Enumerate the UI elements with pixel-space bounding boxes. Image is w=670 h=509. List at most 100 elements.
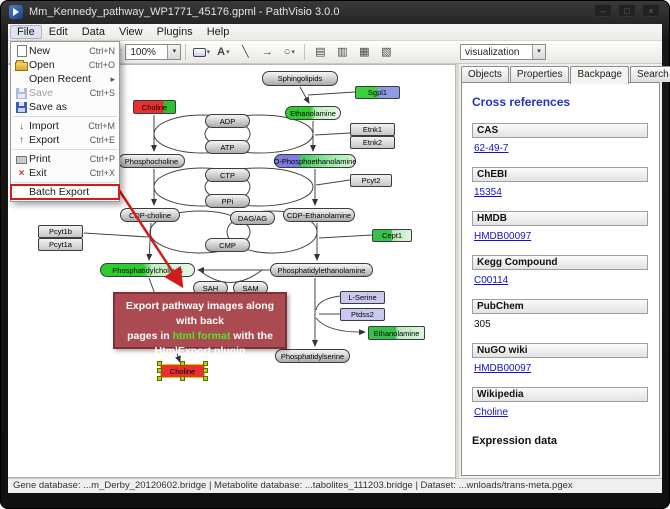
close-button[interactable]: × (642, 4, 660, 17)
tab-properties[interactable]: Properties (509, 66, 570, 82)
pathway-node-pcyt2[interactable]: Pcyt2 (350, 174, 392, 187)
pathway-node-adp[interactable]: ADP (205, 114, 250, 128)
shape-tool-button[interactable]: ○▾ (279, 43, 299, 61)
pathway-node-cdp-ethanolamine[interactable]: CDP-Ethanolamine (283, 208, 355, 222)
pathway-node-l-serine[interactable]: L-Serine (340, 291, 385, 304)
chevron-down-icon[interactable]: ▾ (532, 45, 545, 59)
minimize-button[interactable]: – (594, 4, 612, 17)
pathway-node-ctp[interactable]: CTP (205, 168, 250, 182)
pathway-node-phosphatidylserine[interactable]: Phosphatidylserine (275, 349, 350, 363)
selection-handle[interactable] (203, 368, 208, 373)
pathway-node-o-phosphoethanolamine[interactable]: O-Phosphoethanolamine (274, 154, 357, 168)
menu-data[interactable]: Data (81, 26, 105, 38)
annotation-highlight: html format (172, 330, 231, 342)
menu-view[interactable]: View (118, 26, 143, 38)
file-menu-item-save-as[interactable]: Save as (11, 100, 119, 114)
menu-bar: File Edit Data View Plugins Help (8, 24, 662, 41)
pathway-node-cept1[interactable]: Cept1 (372, 229, 412, 242)
zoom-combobox[interactable]: 100% ▾ (125, 44, 182, 60)
file-menu-item-batch-export[interactable]: Batch Export (10, 184, 120, 200)
label-tool-button[interactable]: A▾ (213, 43, 233, 61)
pathway-node-phosphocholine[interactable]: Phosphocholine (118, 154, 185, 168)
menu-separator (13, 116, 117, 117)
xref-value-chebi[interactable]: 15354 (474, 187, 502, 198)
pathway-node-choline[interactable]: Choline (157, 361, 208, 381)
toolbar-separator (304, 44, 306, 60)
selection-handle[interactable] (179, 376, 185, 381)
pathway-node-cmp[interactable]: CMP (205, 238, 250, 252)
xref-value-hmdb[interactable]: HMDB00097 (474, 231, 532, 242)
side-panel: ObjectsPropertiesBackpageSearchLegend Cr… (459, 64, 670, 478)
pathway-node-phosphatidylethanolamine[interactable]: Phosphatidylethanolamine (270, 263, 373, 277)
selection-handle[interactable] (157, 376, 162, 381)
app-logo-icon (9, 5, 23, 19)
node-label: Pcyt1b (49, 227, 72, 236)
pathway-node-etnk1[interactable]: Etnk1 (350, 123, 395, 136)
tab-backpage[interactable]: Backpage (570, 66, 629, 84)
pathway-node-ethanolamine[interactable]: Ethanolamine (368, 326, 425, 340)
tab-objects[interactable]: Objects (461, 66, 509, 82)
pathway-node-ppi[interactable]: PPi (205, 194, 250, 208)
align-vertical-button[interactable]: ▥ (332, 43, 352, 61)
window-title: Mm_Kennedy_pathway_WP1771_45176.gpml - P… (29, 6, 340, 18)
tab-search[interactable]: Search (629, 66, 670, 82)
menu-plugins[interactable]: Plugins (156, 26, 193, 38)
annotation-box[interactable]: Export pathway images along with back pa… (113, 292, 287, 357)
pathway-node-sgpl1[interactable]: Sgpl1 (355, 86, 400, 99)
selection-handle[interactable] (157, 361, 162, 366)
menu-item-label: Open (29, 59, 55, 71)
node-label: Etnk1 (362, 125, 383, 134)
selection-handle[interactable] (179, 361, 185, 366)
pathway-node-phosphatidylcholines[interactable]: Phosphatidylcholines (100, 263, 195, 277)
pathway-node-pcyt1b[interactable]: Pcyt1b (38, 225, 83, 238)
menu-shortcut: Ctrl+S (89, 88, 115, 98)
selection-handle[interactable] (203, 376, 208, 381)
node-label: Phosphocholine (124, 156, 179, 166)
shape-tool-icon: ○▾ (283, 45, 295, 58)
menu-help[interactable]: Help (206, 26, 230, 38)
datanode-tool-button[interactable]: ▾ (191, 43, 211, 61)
line-tool-button[interactable]: ╲ (235, 43, 255, 61)
file-menu-item-open-recent[interactable]: Open Recent▸ (11, 72, 119, 86)
xref-value-kegg-compound[interactable]: C00114 (474, 275, 509, 286)
distribute-horizontal-button[interactable]: ▦ (354, 43, 374, 61)
xref-value-cas[interactable]: 62-49-7 (474, 143, 509, 154)
node-label: Ethanolamine (290, 108, 336, 118)
toolbar: Zoom: 100% ▾ ▾A▾╲→○▾ ▤▥▦▧ visualization … (8, 41, 662, 64)
pathway-node-ptdss2[interactable]: Ptdss2 (340, 308, 385, 321)
maximize-button[interactable]: □ (618, 4, 636, 17)
align-horizontal-button[interactable]: ▤ (310, 43, 330, 61)
distribute-vertical-button[interactable]: ▧ (376, 43, 396, 61)
pathway-node-pcyt1a[interactable]: Pcyt1a (38, 238, 83, 251)
xref-value-nugo-wiki[interactable]: HMDB00097 (474, 363, 532, 374)
chevron-down-icon[interactable]: ▾ (167, 45, 181, 59)
node-label: Pcyt1a (49, 240, 72, 249)
pathway-node-sphingolipids[interactable]: Sphingolipids (262, 71, 338, 86)
pathway-node-ethanolamine[interactable]: Ethanolamine (285, 106, 341, 120)
visualization-combobox[interactable]: visualization ▾ (460, 44, 546, 60)
pathway-node-cdp-choline[interactable]: CDP-choline (120, 208, 180, 222)
menu-edit[interactable]: Edit (48, 26, 68, 38)
xref-value-wikipedia[interactable]: Choline (474, 407, 508, 418)
arrow-tool-button[interactable]: → (257, 43, 277, 61)
menu-shortcut: Ctrl+X (89, 168, 115, 178)
selection-handle[interactable] (203, 361, 208, 366)
menu-file[interactable]: File (10, 25, 42, 39)
selection-handle[interactable] (157, 368, 162, 373)
panel-splitter[interactable] (456, 64, 459, 478)
xref-value-pubchem: 305 (474, 319, 491, 330)
pathway-node-dag-ag[interactable]: DAG/AG (230, 211, 275, 225)
pathway-node-choline[interactable]: Choline (133, 100, 176, 114)
pathway-node-atp[interactable]: ATP (205, 140, 250, 154)
node-label: Choline (141, 102, 168, 112)
pathway-node-etnk2[interactable]: Etnk2 (350, 136, 395, 149)
